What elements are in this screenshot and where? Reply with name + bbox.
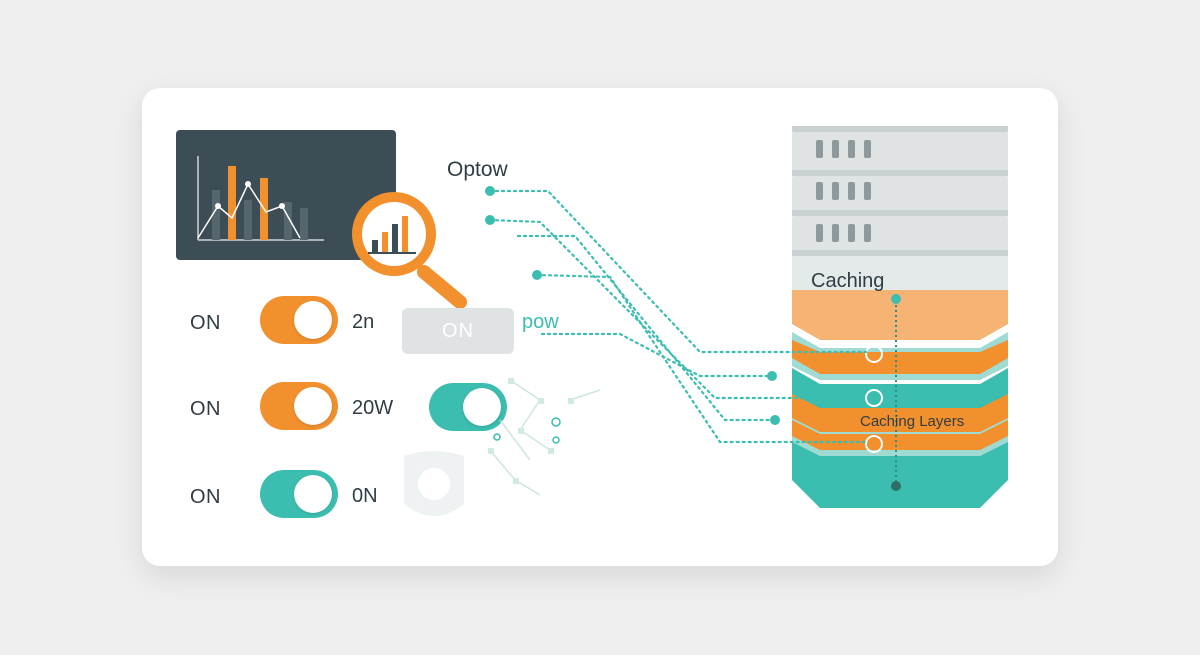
connector-node [891, 481, 901, 491]
connector-dot [485, 186, 495, 196]
chart-bar [284, 202, 292, 240]
faded-badge-icon [404, 451, 464, 516]
server-unit-3 [792, 216, 1008, 252]
on-button[interactable]: ON [402, 308, 514, 354]
dotted-connector [535, 273, 868, 444]
toggle-row-2-value: 20W [352, 397, 394, 419]
lens-bar [382, 232, 388, 252]
toggle-switch-1[interactable] [260, 296, 338, 344]
toggle-switch-2[interactable] [260, 382, 338, 430]
connector-ring [865, 435, 883, 453]
cache-layer-light-orange [792, 290, 1008, 340]
caching-layers-label: Caching Layers [860, 413, 965, 430]
chart-point [245, 181, 251, 187]
connector-node [891, 294, 901, 304]
cache-layer-teal-2 [792, 442, 1008, 508]
pow-label: pow [522, 311, 559, 333]
magnifier-bar-chart-icon [352, 192, 467, 309]
connector-dot [532, 270, 542, 280]
toggle-switch-extra[interactable] [429, 383, 507, 431]
toggle-row-3-label: ON [190, 486, 221, 508]
chart-bar [244, 200, 252, 240]
chart-bar [228, 166, 236, 240]
optow-label: Optow [447, 158, 508, 181]
lens-bar [402, 216, 408, 252]
server-unit-3-edge [792, 250, 1008, 256]
toggle-knob [294, 301, 332, 339]
lens-bar [372, 240, 378, 252]
network-nodes-icon [488, 378, 601, 496]
connector-dot [767, 371, 777, 381]
server-stack-icon [792, 126, 1008, 508]
chart-point [279, 203, 285, 209]
toggle-row-2-label: ON [190, 398, 221, 420]
server-vents [816, 140, 871, 242]
caching-section [792, 256, 1008, 294]
toggle-knob [294, 387, 332, 425]
server-unit-1-edge [792, 170, 1008, 176]
chart-bar [212, 190, 220, 240]
connector-dot [770, 415, 780, 425]
dotted-connector [516, 234, 777, 422]
server-unit-1 [792, 132, 1008, 176]
lens-bar [392, 224, 398, 252]
toggle-row-3-value: 0N [352, 485, 378, 507]
chart-point [215, 203, 221, 209]
toggle-row-1-label: ON [190, 312, 221, 334]
bar-line-chart-icon [197, 156, 324, 241]
dotted-connector [540, 332, 774, 378]
cache-layer-orange-1 [792, 340, 1008, 374]
server-unit-2 [792, 176, 1008, 212]
chart-bar [300, 208, 308, 240]
connector-ring [865, 345, 883, 363]
connector-dot [485, 215, 495, 225]
magnifier-handle [417, 265, 467, 309]
toggle-switch-3[interactable] [260, 470, 338, 518]
cache-layer-teal-1 [792, 368, 1008, 416]
dotted-connector [488, 218, 868, 400]
server-unit-2-edge [792, 210, 1008, 216]
toggle-knob [294, 475, 332, 513]
toggle-row-1-value: 2n [352, 311, 375, 333]
cache-layer-orange-2 [792, 394, 1008, 436]
toggle-knob [463, 388, 501, 426]
caching-label: Caching [811, 270, 885, 292]
connector-ring [865, 389, 883, 407]
dotted-connector [488, 189, 868, 354]
server-top-edge [792, 126, 1008, 132]
